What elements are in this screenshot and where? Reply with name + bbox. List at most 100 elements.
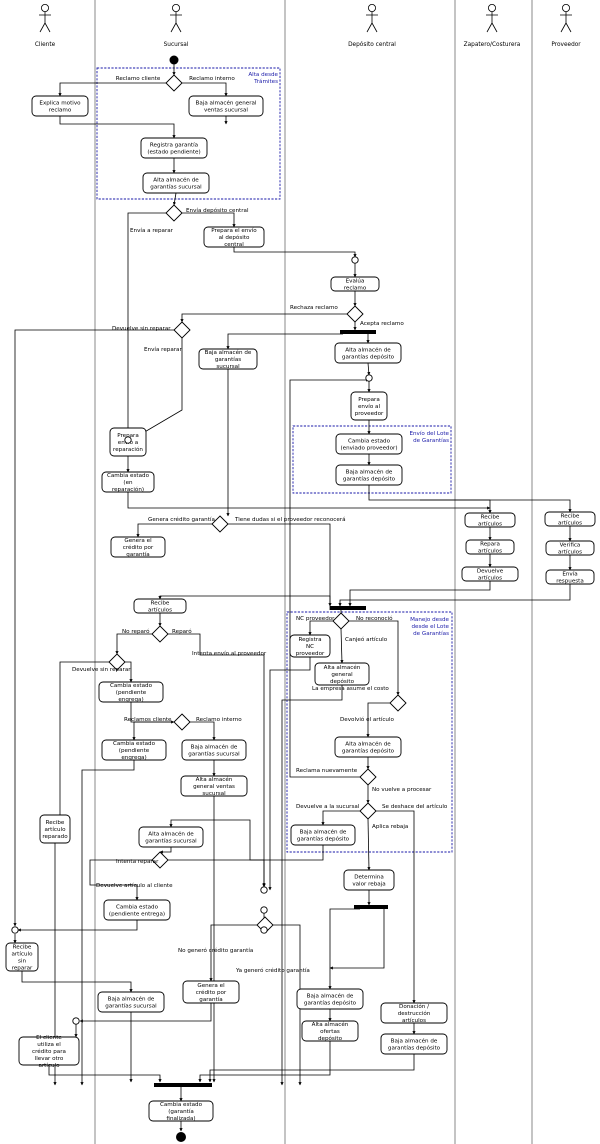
flow-edge xyxy=(58,661,109,820)
action-box xyxy=(544,511,596,527)
action-box xyxy=(198,348,258,370)
flow-edge xyxy=(127,492,491,510)
flow-edge xyxy=(182,212,236,228)
guard-nc-proveedor: NC proveedor xyxy=(296,616,335,622)
flow-edge xyxy=(168,859,266,888)
guard-envia-reparar-2: Envía reparar xyxy=(144,346,182,353)
action-box xyxy=(380,1033,448,1055)
flow-edge xyxy=(272,924,302,1086)
flow-edge xyxy=(280,685,343,1086)
flow-edge xyxy=(328,908,360,990)
guard-devuelve-sin-reparar-2: Devuelve sin reparar xyxy=(72,667,131,673)
flow-edge xyxy=(172,192,177,206)
flow-edge xyxy=(126,212,166,437)
fork-join-bar xyxy=(340,330,376,334)
flow-edge xyxy=(125,661,133,683)
action-box xyxy=(138,826,204,848)
actor-icon xyxy=(39,11,51,33)
guard-intenta-reparar: Intenta reparar xyxy=(116,859,159,865)
lane-title: Cliente xyxy=(35,42,56,48)
flow-edge xyxy=(17,920,138,932)
decision-node xyxy=(151,625,169,643)
flow-edge xyxy=(79,1003,212,1023)
flow-edge xyxy=(158,595,331,610)
guard-no-reconocio: No reconoció xyxy=(356,615,393,622)
action-box xyxy=(148,1100,214,1122)
final-node xyxy=(176,1132,186,1142)
action-cambia-estado-enviado-proveedor: Cambia estado(enviado proveedor) xyxy=(335,433,403,455)
guard-devuelve-cliente: Devuelve artículo al cliente xyxy=(96,882,173,889)
guard-reclamo-cliente: Reclamo cliente xyxy=(116,76,161,82)
decision-node xyxy=(165,74,183,92)
action-box xyxy=(140,137,208,159)
flow-edge xyxy=(168,633,266,887)
initial-node xyxy=(169,55,179,65)
flow-edge xyxy=(367,818,371,871)
actor-icon xyxy=(170,11,182,33)
guard-tiene-dudas: Tiene dudas si el proveedor reconocerá xyxy=(234,516,346,523)
guard-reclamos-cliente: Reclamos cliente xyxy=(124,717,172,723)
flow-edge xyxy=(349,620,400,696)
guard-reclamo-interno-1: Reclamo interno xyxy=(189,76,235,82)
flow-edge xyxy=(182,82,228,97)
actor-head-icon xyxy=(562,4,571,12)
actor-icon xyxy=(560,11,572,33)
guard-genera-credito: Genera crédito garantía xyxy=(148,516,215,523)
action-box xyxy=(301,1020,359,1042)
action-box xyxy=(203,226,265,248)
flow-edge xyxy=(13,329,174,927)
action-box xyxy=(289,634,331,658)
fork-join-bar xyxy=(354,905,388,909)
action-box xyxy=(545,540,595,556)
action-box xyxy=(334,342,402,364)
decision-node xyxy=(332,612,350,630)
flow-edge xyxy=(367,362,371,376)
action-box xyxy=(188,95,264,117)
flow-edge xyxy=(228,523,332,607)
guard-acepta-reclamo: Acepta reclamo xyxy=(360,321,404,327)
action-box xyxy=(5,942,39,972)
flow-edge xyxy=(329,909,385,970)
actor-head-icon xyxy=(367,4,376,12)
guard-envia-deposito: Envía depósito central xyxy=(186,207,249,214)
decision-node xyxy=(359,802,377,820)
action-box xyxy=(182,980,240,1004)
guard-devolvio-articulo: Devolvió el artículo xyxy=(340,716,395,723)
guard-rechaza-reclamo: Rechaza reclamo xyxy=(290,305,338,311)
flow-edge xyxy=(136,523,212,538)
